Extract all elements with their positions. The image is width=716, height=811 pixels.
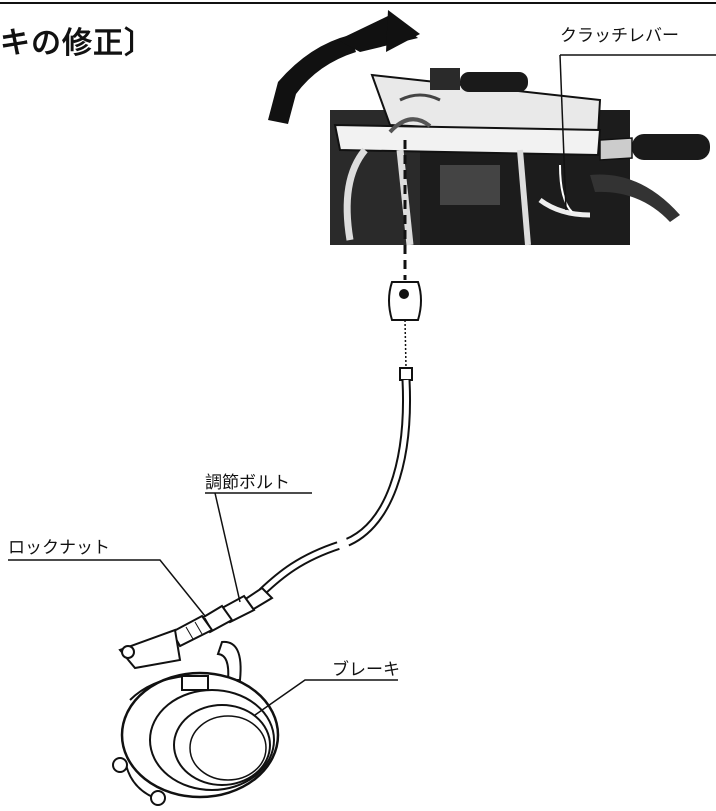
brake-leader [254,679,398,716]
label-lock-nut: ロックナット [8,538,110,558]
cultivator-photo [330,68,710,246]
brake-unit [112,628,280,806]
label-brake: ブレーキ [332,660,400,680]
cable-end-fitting [388,281,422,381]
leader-lines [8,54,716,716]
label-adjust-bolt: 調節ボルト [205,473,290,493]
rotation-arrow [268,10,420,124]
lock-nut-leader [8,559,206,617]
brake-cable [258,379,411,596]
label-clutch-lever: クラッチレバー [560,26,679,46]
page-title: キの修正〕 [0,26,155,61]
adjust-bolt-leader [214,492,241,603]
clutch-leader [559,54,567,211]
adjust-bolt-assembly [170,586,274,648]
